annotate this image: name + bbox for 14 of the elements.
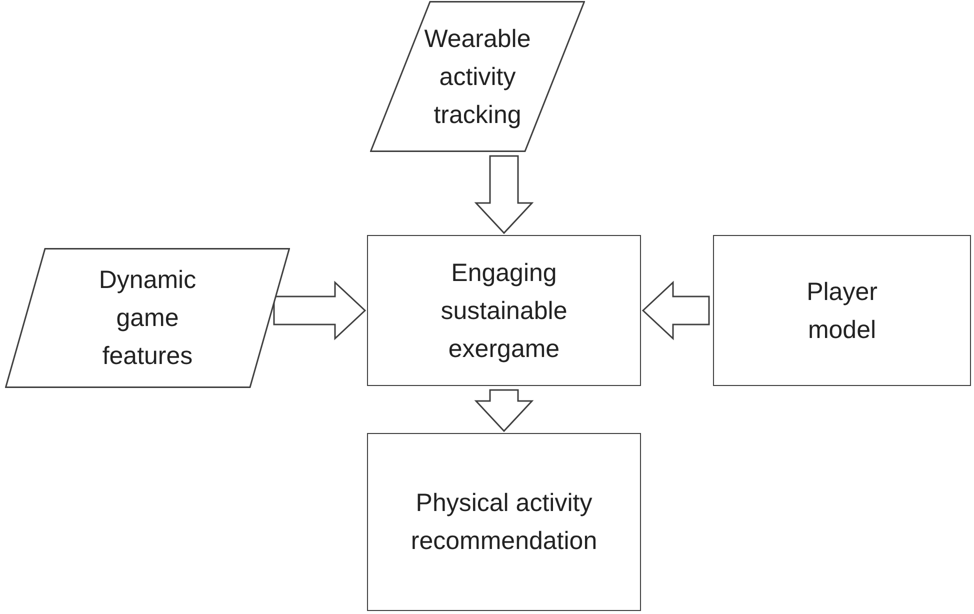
- process-box: [367, 235, 641, 386]
- input-parallelogram: [370, 1, 585, 152]
- node-label: Engaging sustainable exergame: [440, 258, 568, 364]
- node-label: Dynamic game features: [98, 265, 198, 372]
- node-label: Player model: [806, 276, 878, 346]
- block-arrow: [642, 280, 710, 340]
- input-parallelogram: [5, 248, 290, 388]
- block-arrow: [273, 280, 366, 340]
- node-label: Wearable activity tracking: [423, 24, 532, 130]
- node-label: Physical activity recommendation: [410, 488, 598, 557]
- process-box: [713, 235, 971, 386]
- block-arrow: [474, 389, 534, 432]
- block-arrow: [474, 155, 534, 234]
- process-box: [367, 433, 641, 611]
